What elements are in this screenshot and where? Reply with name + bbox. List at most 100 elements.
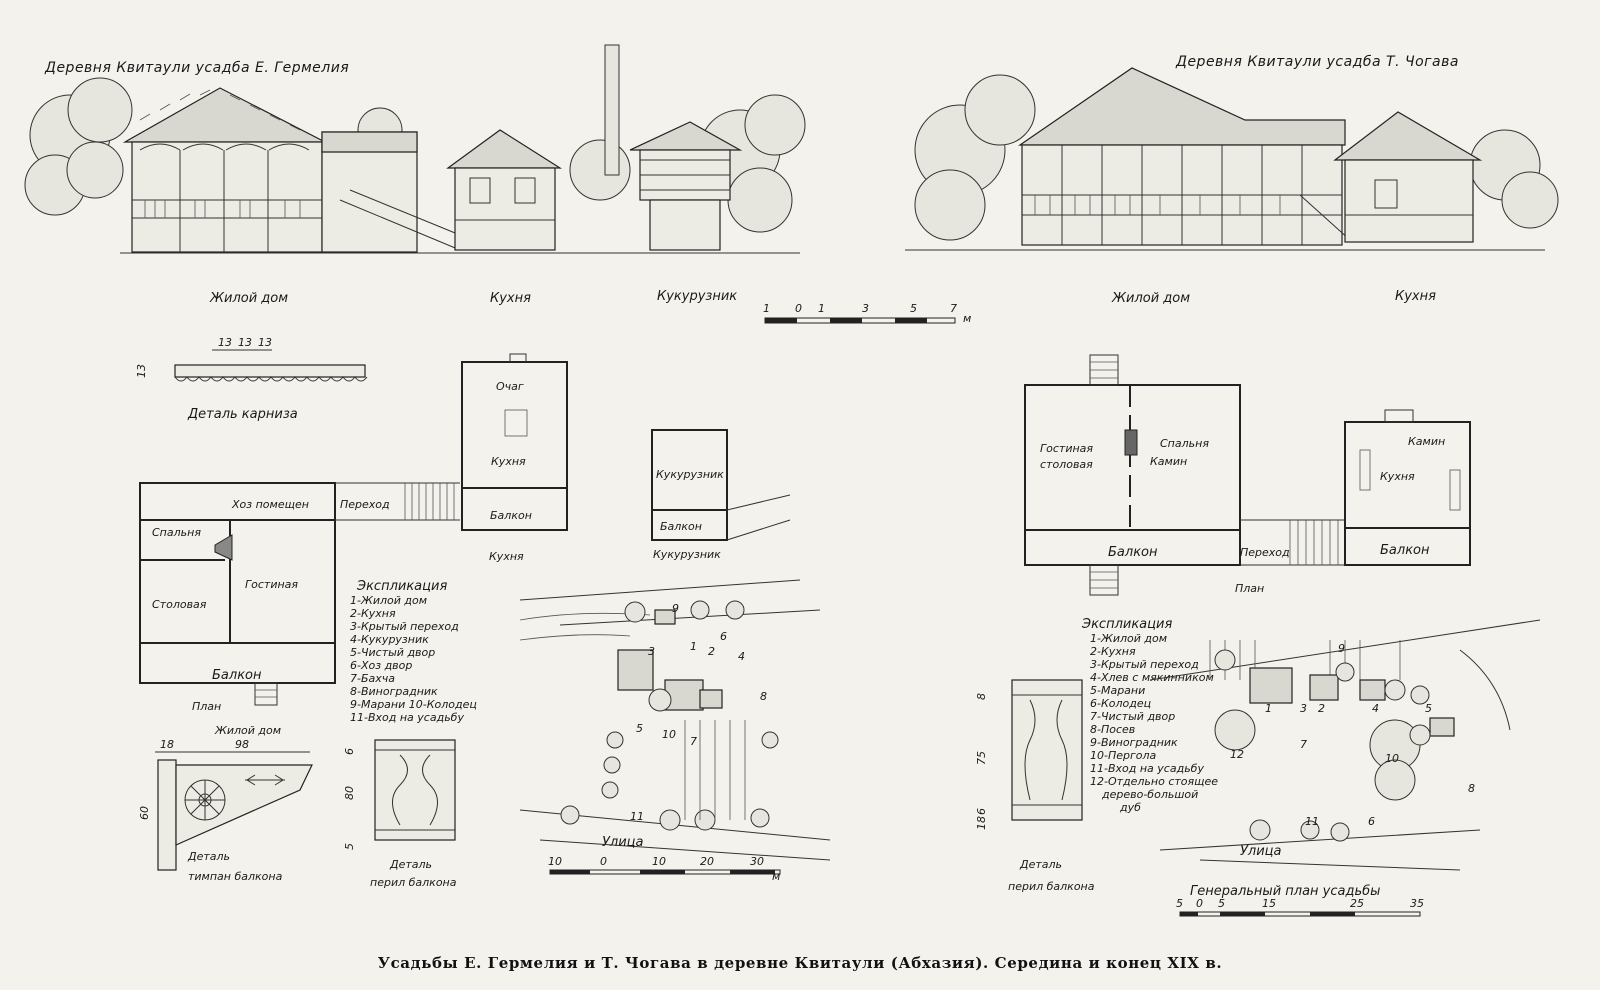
svg-text:Хоз помещен: Хоз помещен — [231, 498, 309, 511]
cornice-detail: 13 13 13 13 Деталь карниза — [135, 336, 368, 422]
svg-text:8: 8 — [1468, 782, 1475, 795]
svg-text:1: 1 — [818, 302, 825, 315]
right-site-plan: 9 1 3 2 4 5 7 12 10 8 11 6 Улица Генерал… — [1149, 619, 1541, 917]
svg-text:5: 5 — [636, 722, 643, 735]
tympanum-detail: 18 98 60 Деталь тимпан балкона — [138, 738, 313, 883]
right-house-plan: Гостиная столовая Спальня Камин Балкон П… — [1024, 354, 1345, 596]
svg-text:9: 9 — [1338, 642, 1345, 655]
svg-text:12: 12 — [1230, 748, 1244, 761]
svg-text:5: 5 — [1425, 702, 1432, 715]
svg-text:Деталь: Деталь — [1019, 858, 1062, 871]
svg-text:столовая: столовая — [1040, 458, 1093, 471]
left-explication: Экспликация 1-Жилой дом 2-Кухня 3-Крытый… — [350, 579, 477, 724]
svg-text:Улица: Улица — [1240, 844, 1282, 859]
svg-text:30: 30 — [750, 855, 764, 868]
svg-text:11: 11 — [1305, 815, 1319, 828]
left-house-elevation — [122, 87, 461, 253]
right-kitchen-plan: Камин Кухня Балкон — [1344, 409, 1471, 566]
svg-text:13: 13 — [218, 336, 232, 349]
svg-text:Гостиная: Гостиная — [245, 578, 298, 591]
svg-text:Гостиная: Гостиная — [1040, 442, 1093, 455]
svg-text:11: 11 — [630, 810, 644, 823]
svg-text:1: 1 — [1265, 702, 1272, 715]
left-kitchen-elevation — [446, 129, 563, 251]
right-railing-detail: 8 75 18 6 Деталь перил балкона — [975, 679, 1095, 893]
svg-text:3-Крытый переход: 3-Крытый переход — [350, 620, 459, 633]
right-elevation: Деревня Квитаули усадба Т. Чогава — [905, 54, 1559, 306]
svg-text:5-Чистый двор: 5-Чистый двор — [350, 646, 435, 659]
svg-text:5: 5 — [343, 843, 356, 850]
svg-text:Кухня: Кухня — [491, 455, 526, 468]
left-maize-elevation — [629, 121, 743, 251]
svg-text:Балкон: Балкон — [1380, 543, 1430, 558]
svg-text:7: 7 — [950, 302, 957, 315]
svg-text:8-Виноградник: 8-Виноградник — [350, 685, 438, 698]
svg-text:10: 10 — [662, 728, 676, 741]
svg-text:10: 10 — [1385, 752, 1399, 765]
svg-text:9: 9 — [672, 602, 679, 615]
svg-text:2: 2 — [1318, 702, 1325, 715]
right-explication: Экспликация 1-Жилой дом 2-Кухня 3-Крытый… — [1081, 617, 1218, 814]
svg-text:Переход: Переход — [1240, 546, 1290, 559]
svg-text:2: 2 — [708, 645, 715, 658]
cornice-label: Деталь карниза — [187, 407, 298, 422]
svg-text:перил балкона: перил балкона — [1008, 880, 1095, 893]
svg-text:11-Вход на усадьбу: 11-Вход на усадьбу — [350, 711, 464, 724]
svg-text:Экспликация: Экспликация — [356, 579, 447, 594]
svg-text:12-Отдельно стоящее: 12-Отдельно стоящее — [1090, 775, 1218, 788]
svg-text:98: 98 — [235, 738, 249, 751]
left-maize-plan: Кукурузник Балкон Кукурузник — [651, 429, 791, 561]
svg-text:8: 8 — [760, 690, 767, 703]
svg-text:Кухня: Кухня — [489, 550, 524, 563]
svg-text:60: 60 — [138, 806, 151, 820]
svg-text:18: 18 — [160, 738, 174, 751]
svg-text:Кукурузник: Кукурузник — [656, 468, 724, 481]
svg-text:8: 8 — [975, 693, 988, 700]
svg-text:6-Хоз двор: 6-Хоз двор — [350, 659, 412, 672]
svg-text:1-Жилой дом: 1-Жилой дом — [350, 594, 427, 607]
svg-text:3-Крытый переход: 3-Крытый переход — [1090, 658, 1199, 671]
svg-text:4-Кукурузник: 4-Кукурузник — [350, 633, 429, 646]
svg-text:Кухня: Кухня — [1380, 470, 1415, 483]
svg-text:4: 4 — [738, 650, 745, 663]
svg-text:5-Марани: 5-Марани — [1090, 684, 1145, 697]
svg-text:80: 80 — [343, 786, 356, 800]
svg-text:6: 6 — [720, 630, 727, 643]
svg-text:Камин: Камин — [1408, 435, 1445, 448]
svg-text:тимпан балкона: тимпан балкона — [188, 870, 283, 883]
svg-text:7-Чистый двор: 7-Чистый двор — [1090, 710, 1175, 723]
svg-text:Балкон: Балкон — [660, 520, 702, 533]
svg-text:Спальня: Спальня — [1160, 437, 1209, 450]
svg-text:10: 10 — [652, 855, 666, 868]
svg-text:0: 0 — [600, 855, 607, 868]
svg-text:Очаг: Очаг — [496, 380, 524, 393]
svg-text:1: 1 — [690, 640, 697, 653]
svg-text:м: м — [963, 312, 971, 325]
right-label-house: Жилой дом — [1111, 291, 1190, 306]
svg-text:1: 1 — [763, 302, 770, 315]
svg-text:5: 5 — [1218, 897, 1225, 910]
svg-text:План: План — [192, 700, 221, 713]
svg-text:75: 75 — [975, 751, 988, 765]
svg-text:План: План — [1235, 582, 1264, 595]
svg-text:Деталь: Деталь — [187, 850, 230, 863]
svg-text:5: 5 — [910, 302, 917, 315]
svg-text:6: 6 — [975, 808, 988, 815]
svg-text:м: м — [772, 870, 780, 883]
left-elevation: Деревня Квитаули усадба Е. Гермелия — [24, 44, 971, 325]
svg-text:Балкон: Балкон — [212, 668, 262, 683]
left-trees — [24, 44, 806, 233]
svg-text:Кукурузник: Кукурузник — [653, 548, 721, 561]
right-house-elevation — [1018, 67, 1351, 246]
svg-text:6: 6 — [1368, 815, 1375, 828]
svg-text:11-Вход на усадьбу: 11-Вход на усадьбу — [1090, 762, 1204, 775]
svg-text:2-Кухня: 2-Кухня — [350, 607, 396, 620]
svg-text:Камин: Камин — [1150, 455, 1187, 468]
left-label-maize: Кукурузник — [657, 289, 737, 304]
svg-text:9-Виноградник: 9-Виноградник — [1090, 736, 1178, 749]
svg-text:0: 0 — [1196, 897, 1203, 910]
left-title: Деревня Квитаули усадба Е. Гермелия — [44, 60, 349, 76]
svg-text:Балкон: Балкон — [490, 509, 532, 522]
svg-text:Экспликация: Экспликация — [1081, 617, 1172, 632]
